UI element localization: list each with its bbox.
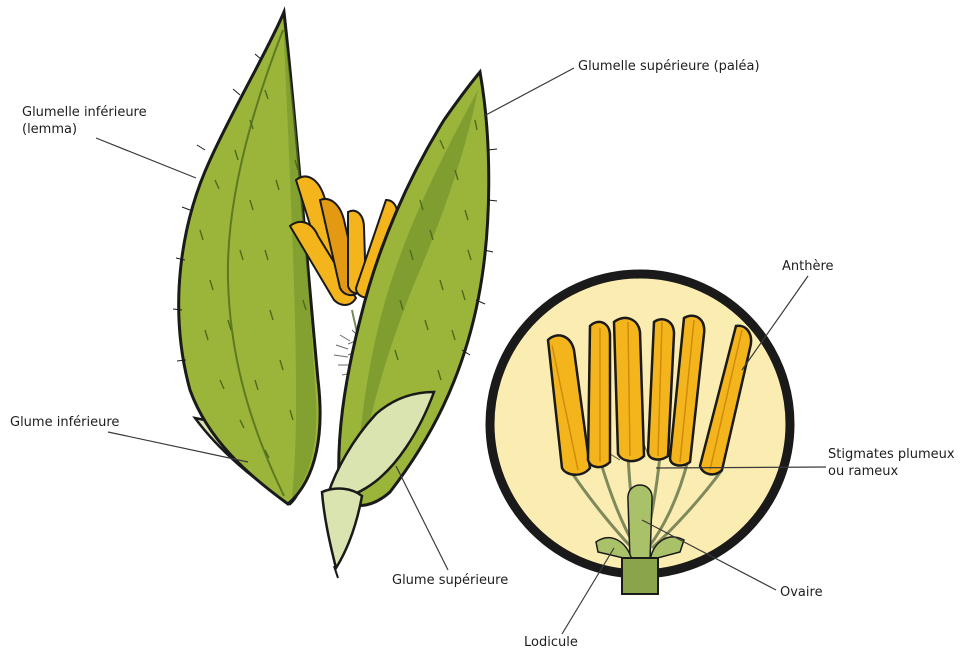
right-floret (322, 72, 497, 578)
label-glume-inferieure: Glume inférieure (10, 414, 119, 431)
label-glumelle-inferieure: Glumelle inférieure (lemma) (22, 104, 147, 138)
basal-stalk (322, 489, 362, 568)
leader-glumelle-superieure (484, 68, 574, 116)
label-glume-superieure: Glume supérieure (392, 572, 508, 589)
label-stigmates-line1: Stigmates plumeux (828, 446, 955, 463)
label-glumelle-inferieure-line2: (lemma) (22, 121, 147, 138)
left-floret (173, 12, 320, 504)
inset-magnified-flower (490, 274, 790, 594)
label-ovaire: Ovaire (780, 584, 823, 601)
inset-pedicel (622, 558, 658, 594)
inset-ovary (628, 485, 652, 560)
leader-glumelle-inferieure (96, 138, 196, 178)
label-anthere: Anthère (782, 258, 834, 275)
label-glumelle-superieure: Glumelle supérieure (paléa) (578, 58, 760, 75)
label-lodicule: Lodicule (524, 634, 578, 651)
label-stigmates-line2: ou rameux (828, 463, 955, 480)
label-stigmates: Stigmates plumeux ou rameux (828, 446, 955, 480)
leader-glume-superieure (396, 466, 448, 570)
label-glumelle-inferieure-line1: Glumelle inférieure (22, 104, 147, 121)
